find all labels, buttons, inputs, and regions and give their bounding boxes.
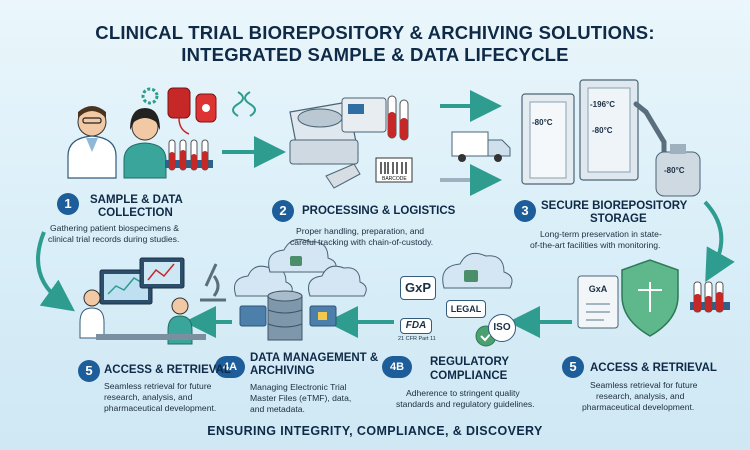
step-5-left-number: 5 xyxy=(78,360,100,382)
dna-icon xyxy=(232,91,256,117)
step-4b-desc-line2: standards and regulatory guidelines. xyxy=(396,399,535,409)
lab-equipment-icon xyxy=(341,95,409,141)
step-3-desc-line1: Long-term preservation in state- xyxy=(540,229,662,239)
step-1-title-line2: COLLECTION xyxy=(98,207,173,219)
gear-icon xyxy=(141,87,159,105)
step-4a-desc-line2: Master Files (eTMF), data, xyxy=(250,393,352,403)
main-title-line2: INTEGRATED SAMPLE & DATA LIFECYCLE xyxy=(181,44,569,65)
patient-icon xyxy=(123,108,167,179)
gxa-badge: GxA xyxy=(588,284,608,294)
dewar-tank-icon xyxy=(655,144,701,197)
step-4a-desc-line1: Managing Electronic Trial xyxy=(250,382,347,392)
step-5-right-desc-line3: pharmaceutical development. xyxy=(582,402,695,412)
step-5-left-title: ACCESS & RETRIEVAL xyxy=(104,364,231,376)
sample-tubes-icon xyxy=(690,281,730,313)
step-5-right-desc-line1: Seamless retrieval for future xyxy=(590,380,698,390)
main-title-line1: CLINICAL TRIAL BIOREPOSITORY & ARCHIVING… xyxy=(95,22,655,43)
blood-bag-icon xyxy=(167,87,217,135)
step-5-left-desc-line1: Seamless retrieval for future xyxy=(104,381,212,391)
researchers-icon xyxy=(79,257,206,345)
step-2-title: PROCESSING & LOGISTICS xyxy=(302,205,456,217)
freezer-temp-label-3: -80°C xyxy=(592,126,613,135)
freezer-temp-label-1: -80°C xyxy=(532,118,553,127)
step-1-desc-line2: clinical trial records during studies. xyxy=(48,234,180,244)
step-2-number: 2 xyxy=(272,200,294,222)
step-2-desc-line2: careful tracking with chain-of-custody. xyxy=(290,237,434,247)
centrifuge-icon xyxy=(289,101,359,165)
step-5-right-desc-line2: research, analysis, and xyxy=(596,391,685,401)
step-4b-title-line2: COMPLIANCE xyxy=(430,370,508,382)
fda-badge: FDA xyxy=(400,318,432,334)
legal-badge: LEGAL xyxy=(446,300,486,318)
step-5-right-number: 5 xyxy=(562,356,584,378)
flow-arrow-1-5 xyxy=(36,231,75,312)
doctor-icon xyxy=(67,106,117,179)
delivery-truck-icon xyxy=(451,131,511,162)
step-5-left-desc-line3: pharmaceutical development. xyxy=(104,403,217,413)
microscope-icon xyxy=(200,263,226,302)
shield-scales-icon xyxy=(621,259,679,337)
step-2-desc-line1: Proper handling, preparation, and xyxy=(296,226,425,236)
footer-tagline: ENSURING INTEGRITY, COMPLIANCE, & DISCOV… xyxy=(207,424,543,438)
database-icon xyxy=(267,290,303,341)
cloud-lock-icon xyxy=(442,252,513,289)
step-5-left-desc-line2: research, analysis, and xyxy=(104,392,193,402)
cloud-icon xyxy=(234,238,367,297)
step-5-right-title: ACCESS & RETRIEVAL xyxy=(590,362,717,374)
step-3-title-line2: STORAGE xyxy=(590,213,647,225)
barcode-label: BARCODE xyxy=(382,176,407,182)
step-3-desc-line2: of-the-art facilities with monitoring. xyxy=(530,240,661,250)
step-1-number: 1 xyxy=(57,193,79,215)
folder-lock-icon xyxy=(239,305,337,327)
test-tubes-icon xyxy=(165,139,213,171)
cfr-label: 21 CFR Part 11 xyxy=(398,336,436,342)
step-1-desc-line1: Gathering patient biospecimens & xyxy=(50,223,179,233)
clipboard-icon xyxy=(577,275,619,329)
freezer-temp-label-4: -80°C xyxy=(664,166,685,175)
step-4b-title-line1: REGULATORY xyxy=(430,356,510,368)
gxp-badge: GxP xyxy=(400,276,436,300)
flow-arrow-3-5 xyxy=(703,200,735,282)
step-3-title-line1: SECURE BIOREPOSITORY xyxy=(541,200,688,212)
barcode-scanner-icon xyxy=(325,157,413,189)
step-4b-number: 4B xyxy=(382,356,412,378)
step-4a-title-line2: ARCHIVING xyxy=(250,365,315,377)
step-4a-number: 4A xyxy=(215,356,245,378)
step-1-title-line1: SAMPLE & DATA xyxy=(90,194,183,206)
step-3-number: 3 xyxy=(514,200,536,222)
freezer-temp-label-2: -196°C xyxy=(590,100,615,109)
step-4b-desc-line1: Adherence to stringent quality xyxy=(406,388,520,398)
step-4a-title-line1: DATA MANAGEMENT & xyxy=(250,352,379,364)
iso-badge: ISO xyxy=(488,314,516,342)
freezer-icon xyxy=(521,79,639,185)
step-4a-desc-line3: and metadata. xyxy=(250,404,305,414)
